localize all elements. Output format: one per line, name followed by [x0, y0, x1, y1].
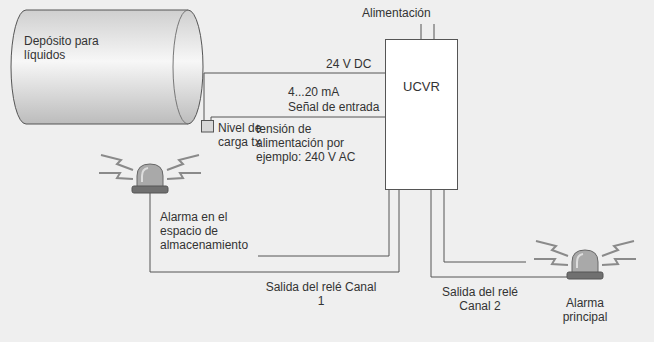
node-text: UCVR: [385, 79, 458, 94]
relay-wire: [444, 190, 526, 262]
wire-connector: [211, 117, 385, 120]
relay-wire: [258, 190, 389, 256]
wire-label: Salida del relé Canal 2: [430, 285, 530, 313]
controller-box: UCVR: [385, 39, 458, 190]
node-text: Alarma principal: [550, 296, 620, 324]
tank-outline: [10, 8, 205, 126]
node-text: Depósito para líquidos: [24, 34, 119, 62]
supply-wire: [421, 24, 422, 39]
supply-label: Alimentación: [362, 6, 452, 20]
supply-wire: [434, 24, 435, 39]
node-text: Alarma en el espacio de almacenamiento: [160, 210, 252, 252]
signal-label: Señal de entrada: [288, 100, 384, 114]
alarm-node: Alarma principal: [530, 238, 640, 333]
tank-node: Depósito para líquidos: [10, 8, 205, 126]
sensor-symbol: [201, 120, 214, 133]
wire-label: Salida del relé Canal 1: [262, 280, 380, 308]
alarm-node: Alarma en el espacio de almacenamiento: [95, 152, 255, 262]
signal-label: 4...20 mA: [288, 85, 384, 99]
wire-connector: [204, 73, 385, 120]
wire-connector: [150, 190, 399, 272]
supply-note: tensión de alimentación por ejemplo: 240…: [256, 122, 381, 164]
box-outline: [385, 39, 458, 190]
wire-label: 24 V DC: [326, 57, 384, 71]
wire-connector: [431, 190, 530, 277]
